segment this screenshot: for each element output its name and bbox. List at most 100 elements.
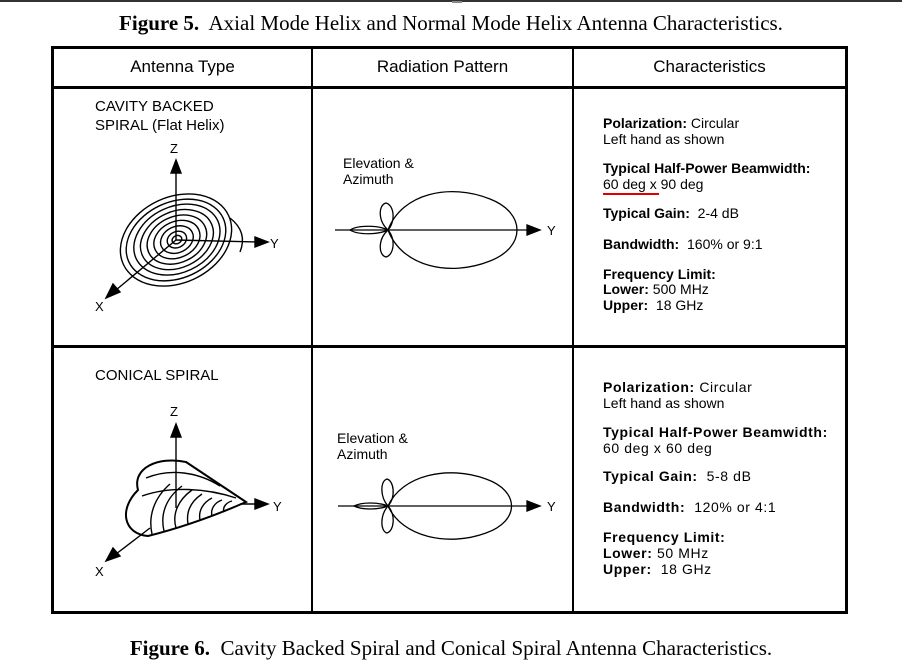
figure-6-caption: Figure 6. Cavity Backed Spiral and Conic…: [0, 636, 902, 661]
row2-upper-label: Upper:: [603, 561, 652, 577]
red-annotation-underline: [603, 193, 659, 195]
pattern-axis-arrow-icon: [526, 500, 542, 512]
header-row-divider: [51, 86, 848, 89]
row2-bandwidth: Bandwidth: 120% or 4:1: [603, 499, 776, 515]
row2-frequency-upper: Upper: 18 GHz: [603, 561, 712, 577]
row2-frequency-lower: Lower: 50 MHz: [603, 545, 709, 561]
row1-polarization: Polarization: Circular: [603, 115, 739, 131]
x-axis-arrow-icon: [104, 282, 122, 300]
z-axis-arrow-icon: [169, 158, 183, 174]
row1-antenna-name-line2: SPIRAL (Flat Helix): [95, 117, 225, 134]
row1-upper-value: 18 GHz: [655, 297, 704, 313]
table-border-left: [51, 46, 54, 614]
upper-back-lobe: [379, 202, 394, 231]
rear-lobe: [352, 502, 389, 510]
row1-polarization-value: Circular: [690, 115, 740, 131]
x-axis-line: [115, 239, 177, 291]
header-radiation-pattern: Radiation Pattern: [376, 57, 509, 76]
cone-body: [125, 459, 249, 538]
row1-gain-value: 2-4 dB: [697, 205, 739, 221]
main-lobe: [387, 191, 518, 269]
row2-gain-label: Typical Gain:: [603, 468, 698, 484]
row1-upper-label: Upper:: [603, 297, 649, 313]
row2-lower-value: 50 MHz: [657, 545, 709, 561]
row1-pattern-label-line1: Elevation &: [343, 155, 414, 171]
row2-pattern-y-label: Y: [547, 499, 556, 514]
figure-5-number: Figure 5.: [119, 11, 200, 35]
row1-radiation-pattern: [335, 191, 542, 269]
row1-beamwidth-highlight: 60 deg: [603, 176, 646, 192]
row2-frequency-label: Frequency Limit:: [603, 529, 726, 545]
row1-pattern-label-line2: Azimuth: [343, 171, 394, 187]
row1-gain-label: Typical Gain:: [603, 205, 690, 221]
row2-pattern-label-line2: Azimuth: [337, 446, 388, 462]
lower-back-lobe: [379, 229, 394, 258]
main-lobe: [387, 472, 512, 540]
page-top-rule: [0, 0, 902, 2]
header-characteristics: Characteristics: [653, 57, 766, 76]
y-axis-arrow-icon: [254, 497, 270, 511]
row1-polarization-note: Left hand as shown: [603, 131, 725, 147]
row1-y-label: Y: [270, 236, 279, 251]
row1-gain: Typical Gain: 2-4 dB: [603, 205, 739, 221]
y-axis-arrow-icon: [254, 235, 270, 249]
x-axis-arrow-icon: [104, 546, 122, 563]
figure-6-number: Figure 6.: [129, 636, 210, 660]
row1-pattern-y-label: Y: [547, 223, 556, 238]
row1-beamwidth-label: Typical Half-Power Beamwidth:: [603, 160, 811, 176]
row2-upper-value: 18 GHz: [660, 561, 712, 577]
row1-bandwidth: Bandwidth: 160% or 9:1: [603, 236, 763, 252]
row2-beamwidth-label: Typical Half-Power Beamwidth:: [603, 424, 828, 440]
row2-radiation-pattern: [338, 472, 542, 540]
conical-spiral-diagram: [104, 422, 270, 563]
pattern-axis-arrow-icon: [526, 224, 542, 236]
row2-z-label: Z: [170, 404, 178, 419]
figure-6-title: Cavity Backed Spiral and Conical Spiral …: [220, 636, 773, 660]
row1-beamwidth-rest: x 90 deg: [649, 176, 704, 192]
row1-beamwidth-value: 60 deg x 90 deg: [603, 176, 703, 192]
row1-z-label: Z: [170, 141, 178, 156]
cavity-spiral-diagram: [104, 158, 270, 300]
table-border-top: [51, 46, 848, 49]
page-top-mark: [452, 1, 462, 3]
table-border-right: [845, 46, 848, 614]
row2-beamwidth-value: 60 deg x 60 deg: [603, 440, 713, 456]
column-divider-2: [572, 46, 574, 614]
upper-back-lobe: [381, 478, 394, 507]
row2-y-label: Y: [273, 499, 282, 514]
column-divider-1: [311, 46, 313, 614]
row2-gain-value: 5-8 dB: [706, 468, 752, 484]
table-border-bottom: [51, 611, 848, 614]
row2-pattern-label-line1: Elevation &: [337, 430, 408, 446]
row1-lower-label: Lower:: [603, 281, 649, 297]
figure-5-title: Axial Mode Helix and Normal Mode Helix A…: [208, 11, 783, 35]
row1-frequency-label: Frequency Limit:: [603, 266, 716, 282]
y-axis-line: [175, 239, 259, 243]
row1-frequency-upper: Upper: 18 GHz: [603, 297, 703, 313]
lower-back-lobe: [381, 505, 394, 534]
row2-gain: Typical Gain: 5-8 dB: [603, 468, 752, 484]
row2-bandwidth-label: Bandwidth:: [603, 499, 686, 515]
z-axis-arrow-icon: [169, 422, 183, 438]
figure-5-caption: Figure 5. Axial Mode Helix and Normal Mo…: [0, 11, 902, 36]
rear-lobe: [348, 225, 389, 235]
x-axis-line: [115, 527, 151, 555]
row1-antenna-name-line1: CAVITY BACKED: [95, 98, 214, 115]
row1-lower-value: 500 MHz: [652, 281, 709, 297]
row2-polarization: Polarization: Circular: [603, 379, 752, 395]
row1-frequency-lower: Lower: 500 MHz: [603, 281, 709, 297]
row1-bandwidth-label: Bandwidth:: [603, 236, 680, 252]
row2-lower-label: Lower:: [603, 545, 653, 561]
row-divider: [51, 345, 848, 348]
row2-polarization-note: Left hand as shown: [603, 395, 725, 411]
row2-polarization-value: Circular: [699, 379, 753, 395]
spiral-outer-tail: [229, 217, 244, 253]
spiral-rings: [119, 193, 233, 287]
row1-polarization-label: Polarization:: [603, 115, 688, 131]
row2-polarization-label: Polarization:: [603, 379, 695, 395]
row2-antenna-name: CONICAL SPIRAL: [95, 367, 219, 384]
header-antenna-type: Antenna Type: [130, 57, 235, 76]
row2-bandwidth-value: 120% or 4:1: [694, 499, 777, 515]
row1-x-label: X: [95, 299, 104, 314]
row2-x-label: X: [95, 564, 104, 579]
